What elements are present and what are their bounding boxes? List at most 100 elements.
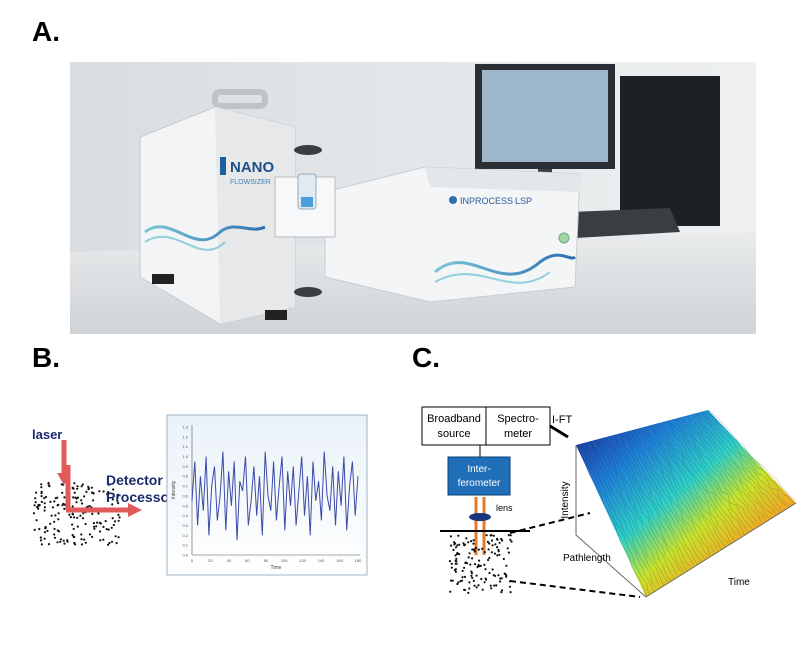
y-tick-label: 0.2 (182, 533, 188, 538)
particle-dot (71, 533, 74, 537)
particle-dot (475, 586, 478, 589)
x-tick-label: 180 (355, 558, 362, 563)
particle-dot (484, 577, 487, 580)
particle-dot (494, 543, 497, 546)
particle-dot (72, 496, 75, 499)
surface-trace (638, 428, 718, 549)
surface-axis-bottom (645, 502, 797, 598)
particle-dot (81, 517, 85, 520)
particle-dot (44, 495, 48, 498)
particle-dot (82, 512, 85, 515)
particle-dot (44, 525, 47, 529)
particle-dot (453, 543, 456, 546)
particle-dot (467, 556, 470, 559)
particle-dot (104, 520, 107, 523)
particle-dot (465, 537, 468, 540)
processor-label: Processor (106, 489, 175, 505)
particle-dot (105, 528, 108, 531)
particle-dot (496, 554, 499, 557)
particle-dot (75, 497, 78, 500)
particle-dot (488, 542, 491, 545)
surface-trace (584, 442, 656, 588)
surface-trace (644, 426, 725, 547)
nano-flowsizer-instrument: NANO FLOWSIZER (139, 89, 336, 325)
particle-dot (80, 499, 83, 502)
particle-dot (111, 517, 114, 520)
particle-dot (454, 559, 457, 562)
keyboard (570, 208, 680, 238)
surface-trace (596, 439, 671, 582)
particle-dot (76, 485, 79, 488)
particle-dot (497, 550, 500, 553)
particle-dot (43, 502, 46, 505)
interferometer-box (447, 456, 511, 496)
particle-dot (90, 491, 94, 494)
zoom-line-top (509, 512, 591, 534)
particle-dot (54, 514, 57, 517)
particle-dot (50, 514, 53, 517)
particle-dot (497, 574, 500, 577)
particle-dot (92, 499, 95, 502)
particle-dot (40, 500, 43, 503)
particle-dot (39, 536, 42, 539)
particle-dot (472, 539, 475, 542)
particle-dot (505, 574, 508, 577)
surface-trace (647, 425, 729, 544)
particle-dot (91, 512, 94, 515)
surface-trace (626, 431, 705, 559)
inprocess-lsp-instrument: INPROCESS LSP (324, 166, 581, 303)
particle-dot (80, 538, 83, 541)
particle-dot (90, 486, 93, 489)
particle-dot (80, 543, 84, 546)
panel-label-c: C. (412, 342, 440, 373)
surface-trace (662, 421, 745, 535)
particle-dot (37, 503, 40, 506)
particle-dot (487, 558, 490, 562)
particle-dot (49, 522, 52, 525)
particle-dot (481, 547, 484, 550)
y-tick-label: 0.9 (182, 464, 188, 469)
particle-dot (486, 540, 489, 543)
y-tick-label: 0.1 (182, 543, 188, 548)
particle-dot (73, 491, 76, 494)
particle-dot (507, 534, 510, 537)
particle-dot (35, 519, 38, 522)
particle-dot (117, 536, 120, 539)
surface-trace (602, 437, 677, 575)
particle-dot (474, 546, 478, 550)
particle-dot (80, 533, 83, 536)
surface-trace (611, 435, 688, 572)
particle-dot (56, 529, 59, 532)
x-tick-label: 40 (227, 558, 232, 563)
particle-dot (505, 564, 508, 567)
particle-dot (502, 557, 505, 561)
particle-dot (490, 587, 493, 590)
particle-dot (117, 493, 120, 496)
particle-dot (500, 577, 503, 580)
particle-dot (117, 513, 120, 516)
particle-dot (493, 574, 497, 577)
particle-dot (455, 557, 458, 560)
particle-dot (450, 566, 453, 569)
surface-trace (578, 444, 649, 594)
particle-dot (507, 551, 510, 554)
surface-trace (656, 423, 738, 536)
particle-dot (475, 574, 478, 577)
particle-dot (496, 538, 499, 541)
broadband-label-1: Broadband (427, 413, 481, 425)
y-tick-label: 0.6 (182, 493, 188, 498)
ift-label: I-FT (552, 414, 572, 426)
particle-dot (509, 538, 512, 541)
particle-dot (476, 565, 479, 568)
time-axis-label: Time (728, 577, 750, 588)
surface-trace (671, 419, 756, 526)
particle-dot (102, 538, 105, 541)
y-tick-label: 1.3 (182, 425, 188, 430)
inprocess-brand: INPROCESS (460, 196, 513, 206)
detector-arrow-head (128, 503, 142, 517)
particle-dot (56, 541, 59, 544)
particle-dot (76, 487, 79, 490)
intensity-series (191, 451, 359, 541)
y-tick-label: 0.0 (182, 553, 188, 558)
particle-dot (114, 535, 117, 538)
